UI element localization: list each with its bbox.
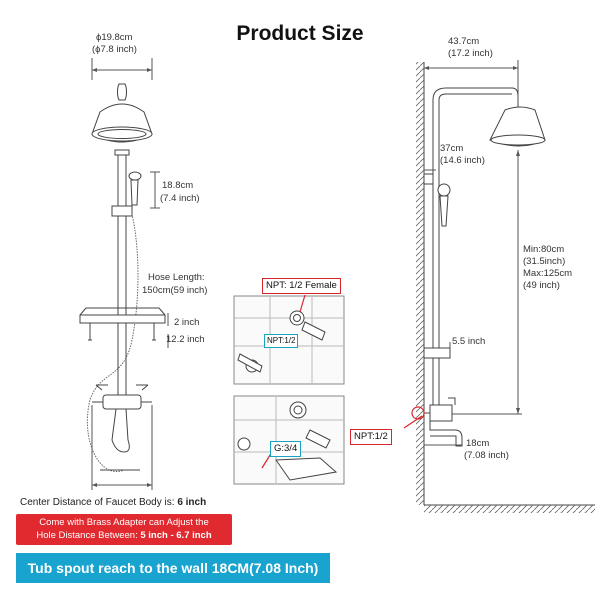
bar-length-in: (14.6 inch): [440, 155, 485, 166]
head-diameter-in: (ϕ7.8 inch): [92, 44, 137, 55]
spout-length-cm: 18cm: [466, 438, 490, 449]
hose-length-label: Hose Length:: [148, 272, 205, 283]
center-distance-note: Center Distance of Faucet Body is: 6 inc…: [20, 497, 206, 508]
arm-length-in: (17.2 inch): [448, 48, 493, 59]
left-shower: [79, 58, 169, 490]
adapter-line-2: Hole Distance Between: 5 inch - 6.7 inch: [18, 529, 230, 542]
height-min-in: (31.5inch): [523, 256, 566, 267]
center-distance-value: 6 inch: [177, 497, 207, 508]
head-diameter-cm: ϕ19.8cm: [96, 32, 133, 43]
g34-label: G:3/4: [270, 441, 302, 457]
height-min-cm: Min:80cm: [523, 244, 565, 255]
shelf-width-label: 12.2 inch: [166, 334, 205, 345]
arm-length-cm: 43.7cm: [448, 36, 480, 47]
detail-panel-bottom: [233, 395, 345, 485]
npt-small-label: NPT:1/2: [264, 334, 299, 348]
adapter-range: 5 inch - 6.7 inch: [140, 530, 212, 541]
hose-length-value: 150cm(59 inch): [142, 285, 208, 296]
bar-length-cm: 37cm: [440, 143, 464, 154]
adapter-note: Come with Brass Adapter can Adjust the H…: [16, 514, 232, 545]
adapter-hole-label: Hole Distance Between:: [36, 530, 138, 541]
soap-dish-label: 5.5 inch: [452, 336, 486, 347]
page-title: Product Size: [236, 22, 364, 45]
right-shower: [416, 60, 595, 513]
height-max-in: (49 inch): [523, 280, 560, 291]
detail-panel-top: [233, 295, 345, 385]
adapter-line-1: Come with Brass Adapter can Adjust the: [39, 517, 209, 528]
center-distance-text: Center Distance of Faucet Body is:: [20, 497, 175, 508]
handheld-length-cm: 18.8cm: [162, 180, 194, 191]
npt-female-label: NPT: 1/2 Female: [262, 278, 341, 294]
tub-spout-banner: Tub spout reach to the wall 18CM(7.08 In…: [16, 553, 330, 583]
shelf-height-label: 2 inch: [174, 317, 200, 328]
height-max-cm: Max:125cm: [523, 268, 573, 279]
npt-inlet-label: NPT:1/2: [350, 429, 392, 445]
handheld-length-in: (7.4 inch): [160, 193, 200, 204]
spout-length-in: (7.08 inch): [464, 450, 509, 461]
